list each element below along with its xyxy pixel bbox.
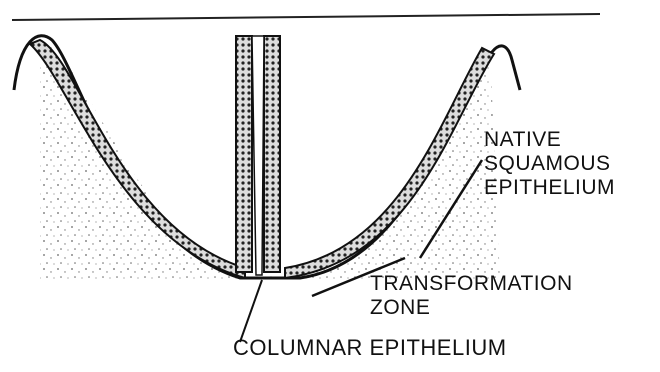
transformation-zone-label: TRANSFORMATION ZONE [370,272,573,320]
native-line-2: SQUAMOUS [484,152,615,176]
canal-lumen [252,36,264,275]
top-edge-line [12,14,600,20]
native-squamous-epithelium-label: NATIVE SQUAMOUS EPITHELIUM [484,128,615,200]
columnar-epithelium-label: COLUMNAR EPITHELIUM [233,335,507,360]
transformation-line-2: ZONE [370,296,573,320]
native-line-1: NATIVE [484,128,615,152]
transformation-line-1: TRANSFORMATION [370,272,573,296]
leader-columnar [240,280,262,342]
canal-wall-left [236,36,252,272]
native-line-3: EPITHELIUM [484,176,615,200]
canal-wall-right [264,36,280,272]
